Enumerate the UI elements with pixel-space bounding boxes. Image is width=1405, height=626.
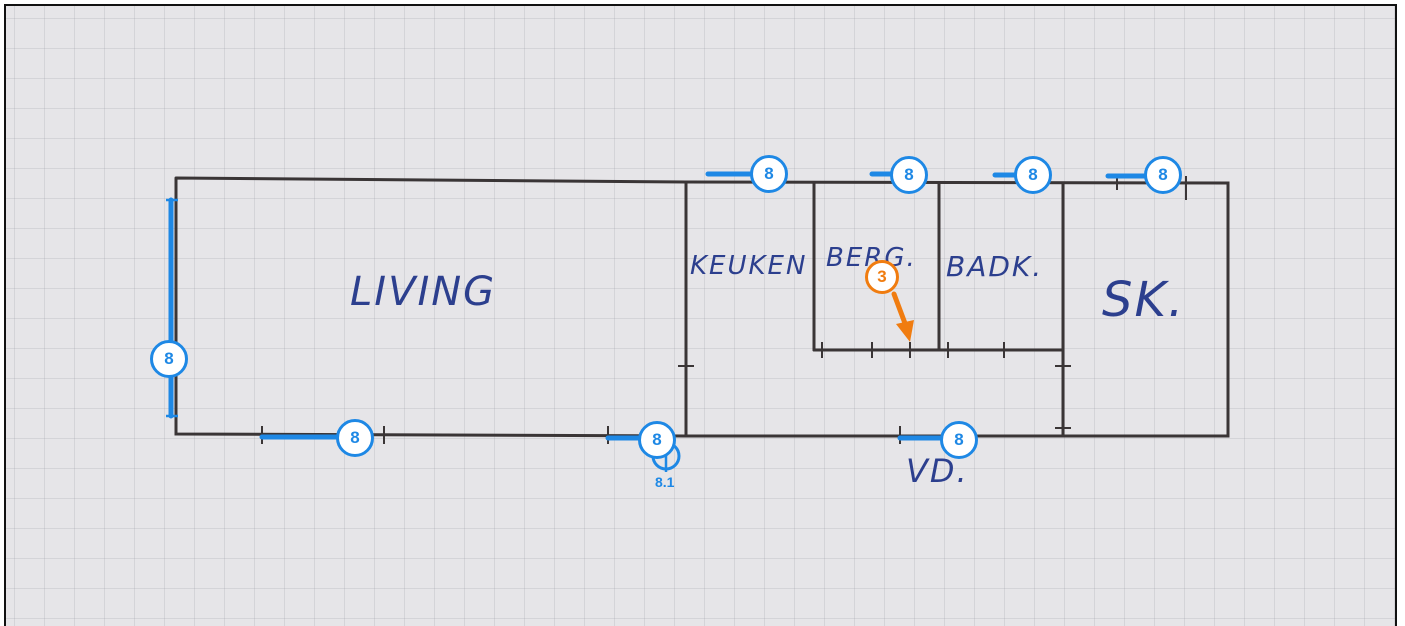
room-label-sk: SK. (1102, 272, 1185, 328)
dimension-badge-bottom-corner[interactable]: 8 (638, 421, 676, 459)
paper-canvas (4, 4, 1397, 626)
arrow-annotation (891, 291, 914, 342)
room-label-living: LIVING (350, 269, 496, 315)
dimension-badge-top-berg[interactable]: 8 (890, 156, 928, 194)
room-label-badk: BADK. (946, 250, 1043, 283)
dimension-badge-top-badk[interactable]: 8 (1014, 156, 1052, 194)
wall-ticks (261, 176, 1187, 444)
wall-outline (174, 176, 1230, 438)
dimension-badge-top-keuken[interactable]: 8 (750, 155, 788, 193)
dimension-badge-left-wall[interactable]: 8 (150, 340, 188, 378)
dimension-badge-bottom-vd[interactable]: 8 (940, 421, 978, 459)
arrow-badge[interactable]: 3 (865, 260, 899, 294)
dimension-badge-sub-label: 8.1 (655, 474, 675, 490)
dimension-badge-top-sk[interactable]: 8 (1144, 156, 1182, 194)
room-label-keuken: KEUKEN (690, 251, 807, 281)
dimension-badge-bottom-living[interactable]: 8 (336, 419, 374, 457)
